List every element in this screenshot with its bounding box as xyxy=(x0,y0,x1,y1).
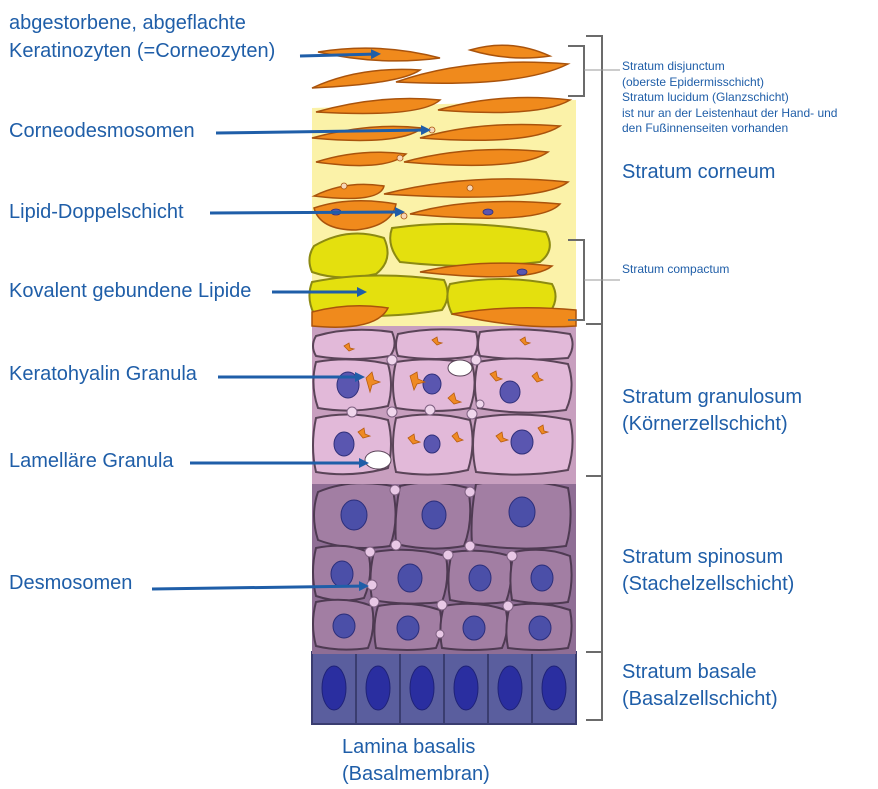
label-lamina-basalis: Lamina basalis (Basalmembran) xyxy=(342,734,490,788)
label-lipid-bilayer: Lipid-Doppelschicht xyxy=(9,200,184,224)
basal-layer xyxy=(312,652,576,724)
arrow-keratinocytes xyxy=(300,54,378,56)
label-stratum-compactum: Stratum compactum xyxy=(622,262,729,278)
label-corneodesmosomes: Corneodesmosomen xyxy=(9,119,195,143)
label-keratohyalin: Keratohyalin Granula xyxy=(9,362,197,386)
label-stratum-granulosum: Stratum granulosum (Körnerzellschicht) xyxy=(622,384,802,438)
granular-layer xyxy=(312,326,576,484)
corneum-layer xyxy=(309,45,576,327)
label-stratum-basale: Stratum basale (Basalzellschicht) xyxy=(622,659,778,713)
label-covalent-lipids: Kovalent gebundene Lipide xyxy=(9,279,251,303)
label-keratinocytes: abgestorbene, abgeflachte Keratinozyten … xyxy=(9,11,275,63)
arrow-lipid-bilayer xyxy=(210,212,402,213)
label-stratum-spinosum: Stratum spinosum (Stachelzellschicht) xyxy=(622,544,794,598)
label-stratum-disjunctum: Stratum disjunctum (oberste Epidermissch… xyxy=(622,59,837,137)
label-lamellar: Lamelläre Granula xyxy=(9,449,174,473)
spinous-layer xyxy=(312,481,576,654)
label-desmosomes: Desmosomen xyxy=(9,571,132,595)
label-stratum-corneum: Stratum corneum xyxy=(622,160,775,184)
